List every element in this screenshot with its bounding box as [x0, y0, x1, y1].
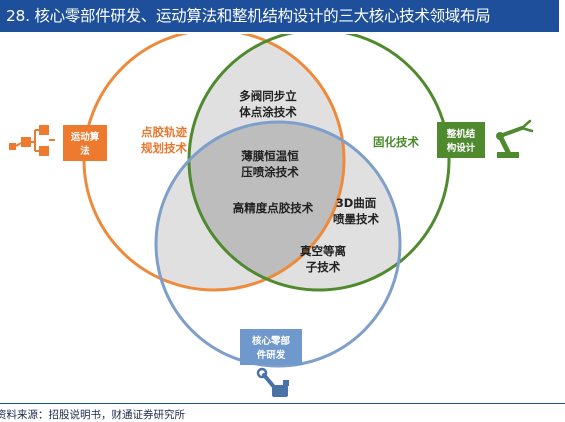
overlap-center	[189, 122, 344, 290]
label-3d-inkjet-1: 3D曲面	[336, 196, 377, 210]
circle-core-components	[154, 120, 402, 368]
label-thin-film-2: 压喷涂技术	[241, 165, 299, 179]
label-3d-inkjet-2: 喷墨技术	[333, 212, 379, 226]
box-machine-line2: 构设计	[447, 142, 476, 154]
box-motion-line2: 法	[80, 145, 90, 157]
venn-diagram: 运动算 法 整机结 构设计 核心零部 件研发 点胶轨迹 规划技术 固化技术 多阀…	[9, 34, 534, 397]
box-core-line2: 件研发	[257, 349, 286, 361]
source-note: 资料来源：招股说明书，财通证券研究所	[0, 409, 185, 421]
box-machine-line1: 整机结	[446, 128, 476, 140]
label-multi-valve-1: 多阀同步立	[239, 89, 297, 103]
label-dispense-path-1: 点胶轨迹	[141, 125, 187, 139]
label-curing: 固化技术	[373, 135, 419, 149]
label-vacuum-2: 子技术	[306, 260, 341, 274]
box-core-components: 核心零部 件研发	[240, 329, 302, 365]
label-precision: 高精度点胶技术	[233, 201, 314, 215]
box-motion-algorithm: 运动算 法	[63, 125, 107, 161]
robot-arm-icon	[496, 119, 534, 158]
label-vacuum-1: 真空等离	[300, 244, 346, 258]
flowchart-icon	[9, 125, 55, 156]
box-core-line1: 核心零部	[252, 335, 291, 347]
box-motion-line1: 运动算	[71, 131, 100, 143]
footer-divider	[0, 403, 565, 404]
page-title: 28. 核心零部件研发、运动算法和整机结构设计的三大核心技术领域布局	[0, 0, 559, 32]
label-thin-film-1: 薄膜恒温恒	[241, 149, 299, 163]
box-machine-structure: 整机结 构设计	[437, 122, 485, 158]
wrench-tool-icon	[256, 367, 289, 397]
label-dispense-path-2: 规划技术	[141, 141, 187, 155]
label-multi-valve-2: 体点涂技术	[239, 105, 297, 119]
